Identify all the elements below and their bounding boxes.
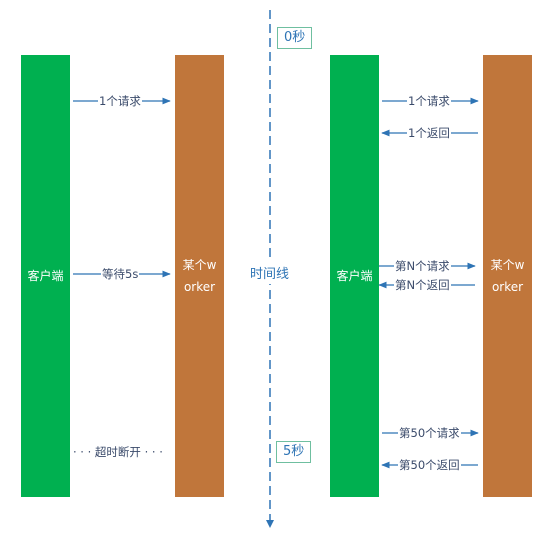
left-worker-box: 某个worker <box>175 55 224 497</box>
timeline-label: 时间线 <box>250 261 290 284</box>
right-msg-label-3: 第N个返回 <box>394 278 451 292</box>
right-worker-box: 某个worker <box>483 55 532 497</box>
left-client-label: 客户端 <box>27 269 64 283</box>
right-msg-label-0: 1个请求 <box>407 94 451 108</box>
timeline-start-tag: 0秒 <box>277 27 313 49</box>
left-client-box: 客户端 <box>21 55 70 497</box>
timeline-end-tag: 5秒 <box>276 441 312 463</box>
right-msg-label-4: 第50个请求 <box>398 426 461 440</box>
left-request-label: 1个请求 <box>98 94 142 108</box>
left-timeout-label: · · · 超时断开 · · · <box>72 445 164 459</box>
right-client-box: 客户端 <box>330 55 379 497</box>
right-client-label: 客户端 <box>336 269 373 283</box>
right-msg-label-2: 第N个请求 <box>394 259 451 273</box>
left-worker-label: 某个worker <box>182 258 217 294</box>
right-worker-label: 某个worker <box>490 258 525 294</box>
right-msg-label-1: 1个返回 <box>407 126 451 140</box>
right-msg-label-5: 第50个返回 <box>398 458 461 472</box>
timeline-arrowhead <box>266 520 274 528</box>
left-wait-label: 等待5s <box>101 267 140 281</box>
